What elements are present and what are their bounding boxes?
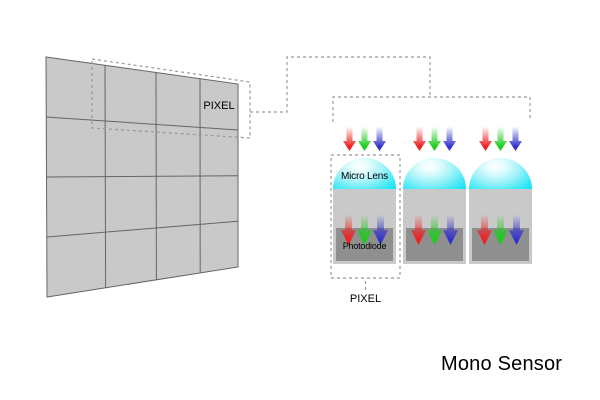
blue-light-arrow-icon xyxy=(443,126,456,151)
micro-lens-label: Micro Lens xyxy=(341,171,388,182)
connector-line xyxy=(250,56,431,113)
micro-lens xyxy=(403,158,466,189)
green-light-arrow-icon xyxy=(427,214,442,245)
detail-bracket xyxy=(332,96,531,122)
incident-light-rays xyxy=(333,126,396,151)
red-light-arrow-icon xyxy=(413,126,426,151)
green-light-arrow-icon xyxy=(358,126,371,151)
transmitted-light-rays xyxy=(403,214,466,245)
grid-pixel-label: PIXEL xyxy=(203,100,235,112)
red-light-arrow-icon xyxy=(343,126,356,151)
pixel-highlight-box xyxy=(91,58,251,139)
grid-line-horizontal xyxy=(46,220,239,238)
pixel-unit-3 xyxy=(469,126,532,266)
incident-light-rays xyxy=(403,126,466,151)
diagram-title: Mono Sensor xyxy=(441,353,563,375)
red-light-arrow-icon xyxy=(479,126,492,151)
pixel-unit-1: Micro Lens Photodiode xyxy=(333,126,396,266)
transmitted-light-rays xyxy=(333,214,396,245)
red-light-arrow-icon xyxy=(477,214,492,245)
blue-light-arrow-icon xyxy=(443,214,458,245)
sensor-array xyxy=(45,56,239,298)
blue-light-arrow-icon xyxy=(509,214,524,245)
pixel-unit-2 xyxy=(403,126,466,266)
photodiode-label: Photodiode xyxy=(342,241,387,251)
blue-light-arrow-icon xyxy=(373,126,386,151)
grid-line-horizontal xyxy=(45,116,239,131)
incident-light-rays xyxy=(469,126,532,151)
green-light-arrow-icon xyxy=(428,126,441,151)
grid-line-horizontal xyxy=(45,175,239,178)
detail-pixel-label: PIXEL xyxy=(349,293,382,305)
blue-light-arrow-icon xyxy=(509,126,522,151)
green-light-arrow-icon xyxy=(494,126,507,151)
red-light-arrow-icon xyxy=(411,214,426,245)
transmitted-light-rays xyxy=(469,214,532,245)
micro-lens xyxy=(469,158,532,189)
green-light-arrow-icon xyxy=(493,214,508,245)
